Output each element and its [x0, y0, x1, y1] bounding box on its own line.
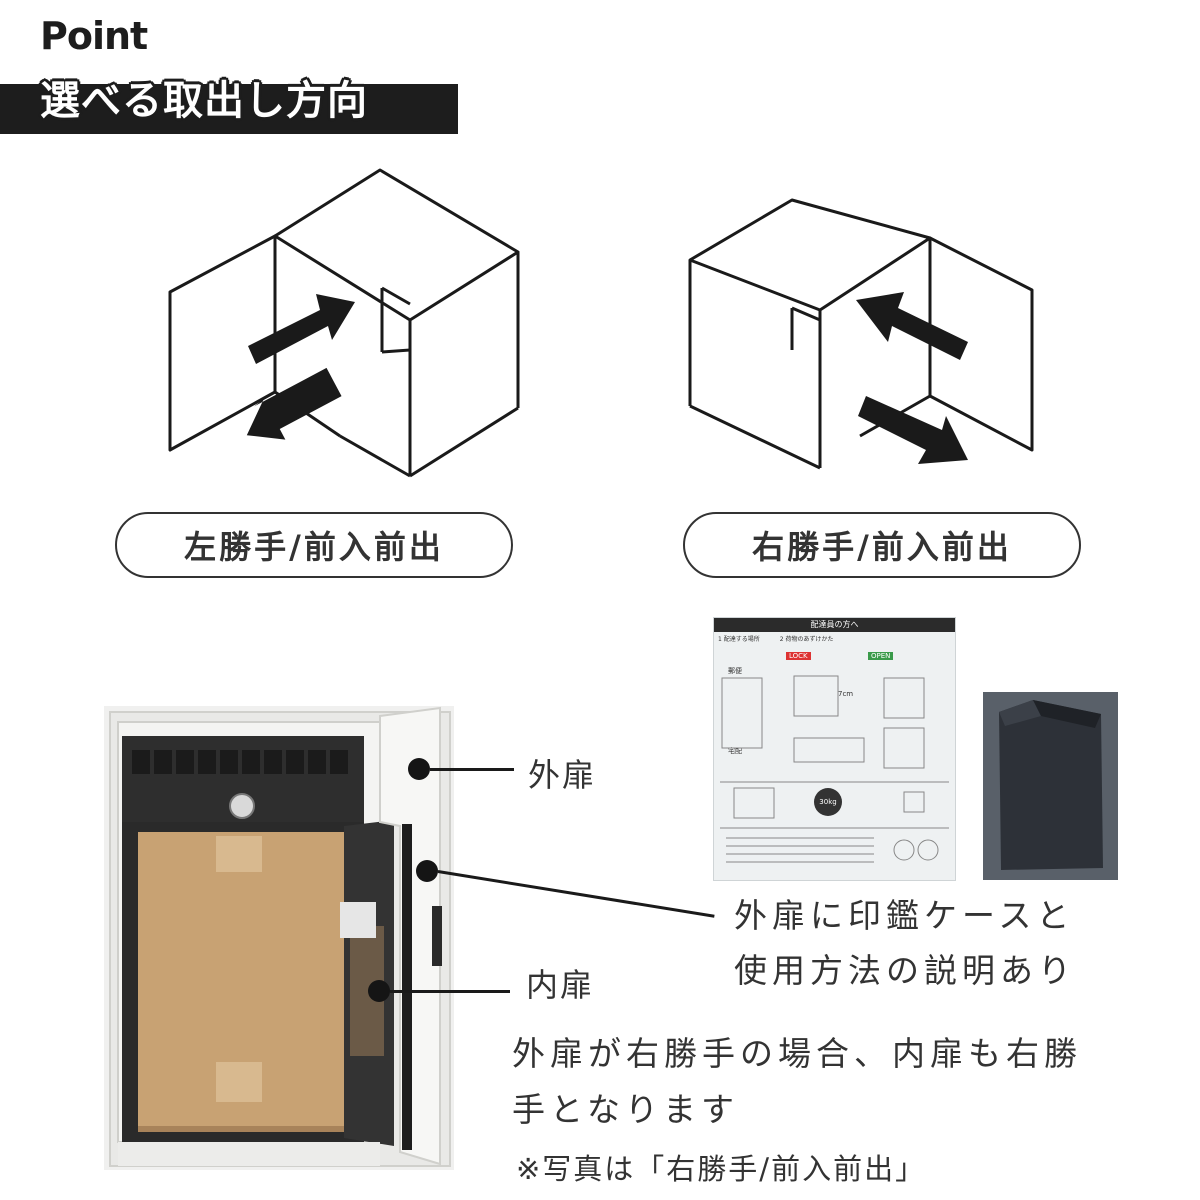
instruction-section1: 1 配達する場所	[718, 636, 760, 643]
outer-door-label: 外扉	[528, 756, 597, 794]
seal-case-photo	[983, 692, 1118, 880]
right-hinge-label: 右勝手/前入前出	[683, 512, 1081, 578]
note-line2: 手となります	[512, 1090, 740, 1129]
left-hinge-diagram	[168, 168, 520, 478]
seal-case-marker	[416, 860, 438, 882]
inner-door-marker	[368, 980, 390, 1002]
seal-case-illustration	[983, 692, 1118, 880]
parcel-label: 宅配	[728, 747, 742, 755]
product-photo	[104, 706, 454, 1170]
size-label: 7cm	[838, 690, 854, 698]
seal-case-label-line1: 外扉に印鑑ケースと	[734, 896, 1075, 935]
weight-badge: 30kg	[814, 788, 842, 816]
seal-case-label-line2: 使用方法の説明あり	[734, 951, 1076, 990]
inner-door-leader	[390, 990, 510, 993]
note-line1: 外扉が右勝手の場合、内扉も右勝	[512, 1034, 1082, 1073]
instruction-card: 配達員の方へ 1 配達する場所 2 荷物のあずけかた LOCK OPEN 郵便 …	[713, 617, 956, 881]
instruction-card-title: 配達員の方へ	[714, 618, 955, 632]
page-title: 選べる取出し方向	[40, 78, 368, 124]
instruction-section2: 2 荷物のあずけかた	[779, 636, 834, 643]
photo-note: ※写真は「右勝手/前入前出」	[516, 1152, 927, 1186]
outer-door-leader	[430, 768, 514, 771]
outer-door-marker	[408, 758, 430, 780]
left-hinge-label: 左勝手/前入前出	[115, 512, 513, 578]
mail-label: 郵便	[728, 667, 742, 675]
open-badge: OPEN	[868, 652, 894, 660]
header-bar	[0, 84, 458, 134]
point-label: Point	[40, 14, 148, 58]
right-hinge-diagram	[688, 198, 1034, 470]
instruction-card-illustrations	[720, 675, 949, 863]
lock-badge: LOCK	[786, 652, 811, 660]
inner-door-label: 内扉	[526, 966, 595, 1004]
seal-case-leader	[437, 870, 715, 918]
